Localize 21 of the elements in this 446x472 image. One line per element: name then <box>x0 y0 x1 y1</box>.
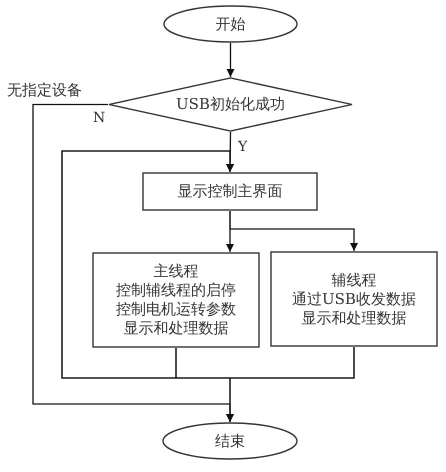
process-box <box>92 252 260 348</box>
node-text: 显示和处理数据 <box>302 308 406 328</box>
arrow <box>226 43 234 77</box>
process-box <box>142 172 318 211</box>
node-text: 结束 <box>215 432 245 450</box>
arrow <box>61 150 355 379</box>
decision-diamond <box>108 77 353 132</box>
start-ellipse <box>163 5 298 43</box>
arrow <box>229 211 358 251</box>
node-text: 开始 <box>216 14 246 34</box>
end-ellipse <box>162 422 298 460</box>
node-text: 辅线程 <box>332 270 376 290</box>
node-text: 控制电机运转参数 <box>116 300 236 319</box>
note-text: 无指定设备 <box>7 82 82 98</box>
node-text: USB初始化成功 <box>176 95 285 114</box>
node-text: 显示和处理数据 <box>124 319 228 338</box>
node-text: 通过USB收发数据 <box>292 290 416 308</box>
node-text: 主线程 <box>154 262 198 281</box>
node-text: 显示控制主界面 <box>178 182 282 201</box>
node-text: 控制辅线程的启停 <box>116 281 236 300</box>
process-box <box>270 251 438 347</box>
